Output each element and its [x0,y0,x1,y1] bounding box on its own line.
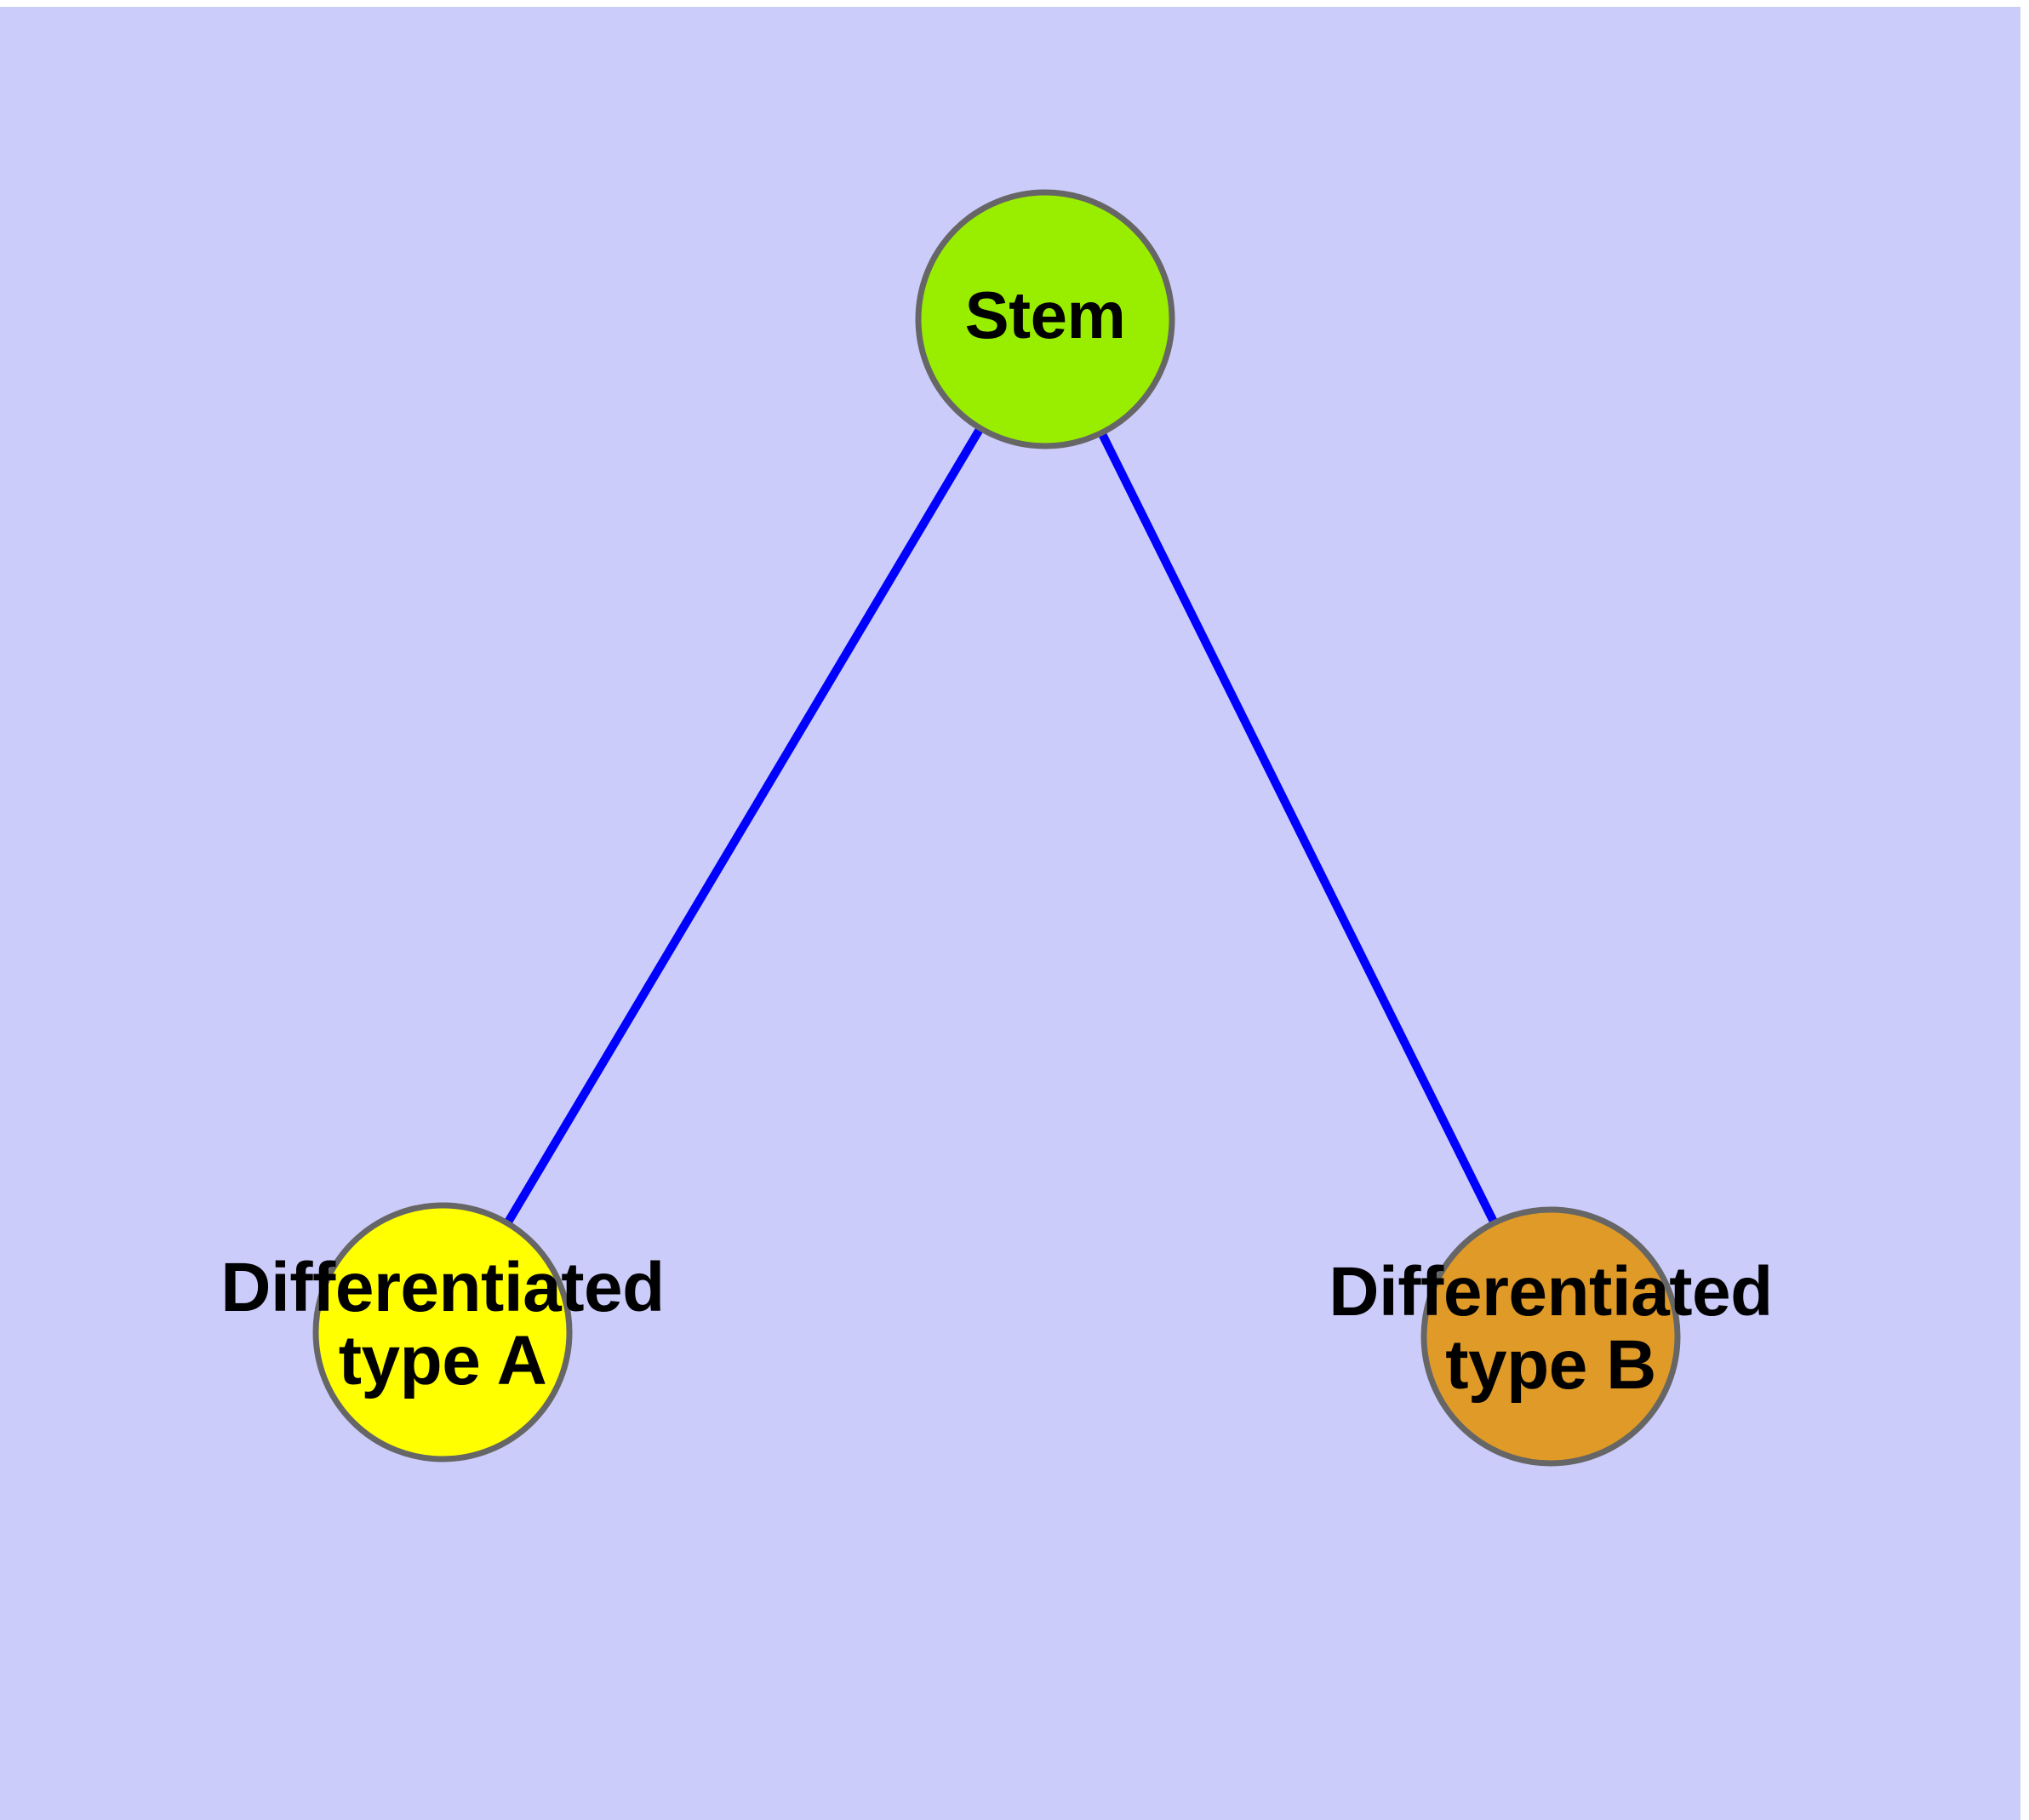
nodes-layer [312,189,1681,1467]
node-differentiated-type-a[interactable] [312,1202,573,1462]
node-label-differentiated-type-a-line1: Differentiated [220,1249,665,1326]
node-differentiated-type-b[interactable] [1420,1206,1681,1467]
edge-stem-to-differentiated-b [1097,431,1499,1225]
node-label-differentiated-type-a: Differentiated type A [102,1251,783,1398]
edges-layer [503,426,1499,1226]
node-label-differentiated-type-b-line2: type B [1445,1326,1656,1405]
node-label-differentiated-type-a-line2: type A [338,1322,547,1400]
node-label-differentiated-type-b-line1: Differentiated [1329,1253,1773,1331]
edge-stem-to-differentiated-a [503,426,985,1226]
node-stem[interactable] [915,189,1175,449]
node-label-differentiated-type-b: Differentiated type B [1210,1253,1891,1405]
